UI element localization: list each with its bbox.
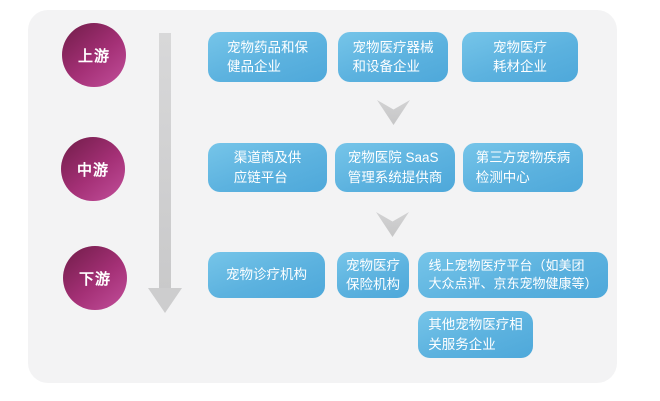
stage-label-upstream: 上游 — [77, 47, 110, 65]
box-text: 宠物医疗 保险机构 — [346, 257, 400, 292]
box-pet-medical-consumables-companies: 宠物医疗 耗材企业 — [462, 32, 578, 82]
box-other-pet-medical-service-companies: 其他宠物医疗相 关服务企业 — [418, 311, 533, 358]
box-text: 其他宠物医疗相 关服务企业 — [428, 317, 523, 352]
box-text: 线上宠物医疗平台（如美团 大众点评、京东宠物健康等） — [428, 257, 598, 291]
box-channel-supply-chain-platform: 渠道商及供 应链平台 — [208, 143, 327, 192]
box-text: 宠物医院 SaaS 管理系统提供商 — [347, 150, 443, 185]
box-pet-drug-healthcare-companies: 宠物药品和保 健品企业 — [208, 32, 327, 82]
flow-down-arrow-icon — [148, 33, 182, 313]
box-pet-medical-insurance-institutions: 宠物医疗 保险机构 — [337, 252, 409, 298]
stage-label-midstream: 中游 — [76, 161, 109, 179]
box-text: 渠道商及供 应链平台 — [233, 150, 302, 185]
box-text: 宠物医疗器械 和设备企业 — [352, 39, 434, 74]
box-online-pet-medical-platforms: 线上宠物医疗平台（如美团 大众点评、京东宠物健康等） — [418, 252, 608, 298]
stage-circle-midstream: 中游 — [61, 137, 125, 201]
box-pet-clinic-institutions: 宠物诊疗机构 — [208, 252, 325, 298]
box-text: 宠物诊疗机构 — [226, 267, 307, 283]
stage-circle-upstream: 上游 — [62, 23, 126, 87]
flow-arrow-head — [148, 288, 182, 313]
stage-label-downstream: 下游 — [78, 270, 111, 288]
box-text: 宠物药品和保 健品企业 — [227, 39, 308, 74]
box-text: 第三方宠物疾病 检测中心 — [475, 150, 571, 185]
box-pet-hospital-saas-provider: 宠物医院 SaaS 管理系统提供商 — [335, 143, 455, 192]
box-third-party-disease-testing-center: 第三方宠物疾病 检测中心 — [463, 143, 583, 192]
stage-circle-downstream: 下游 — [63, 246, 127, 310]
box-text: 宠物医疗 耗材企业 — [493, 39, 547, 74]
box-pet-medical-device-companies: 宠物医疗器械 和设备企业 — [338, 32, 448, 82]
flow-arrow-shaft — [159, 33, 171, 290]
